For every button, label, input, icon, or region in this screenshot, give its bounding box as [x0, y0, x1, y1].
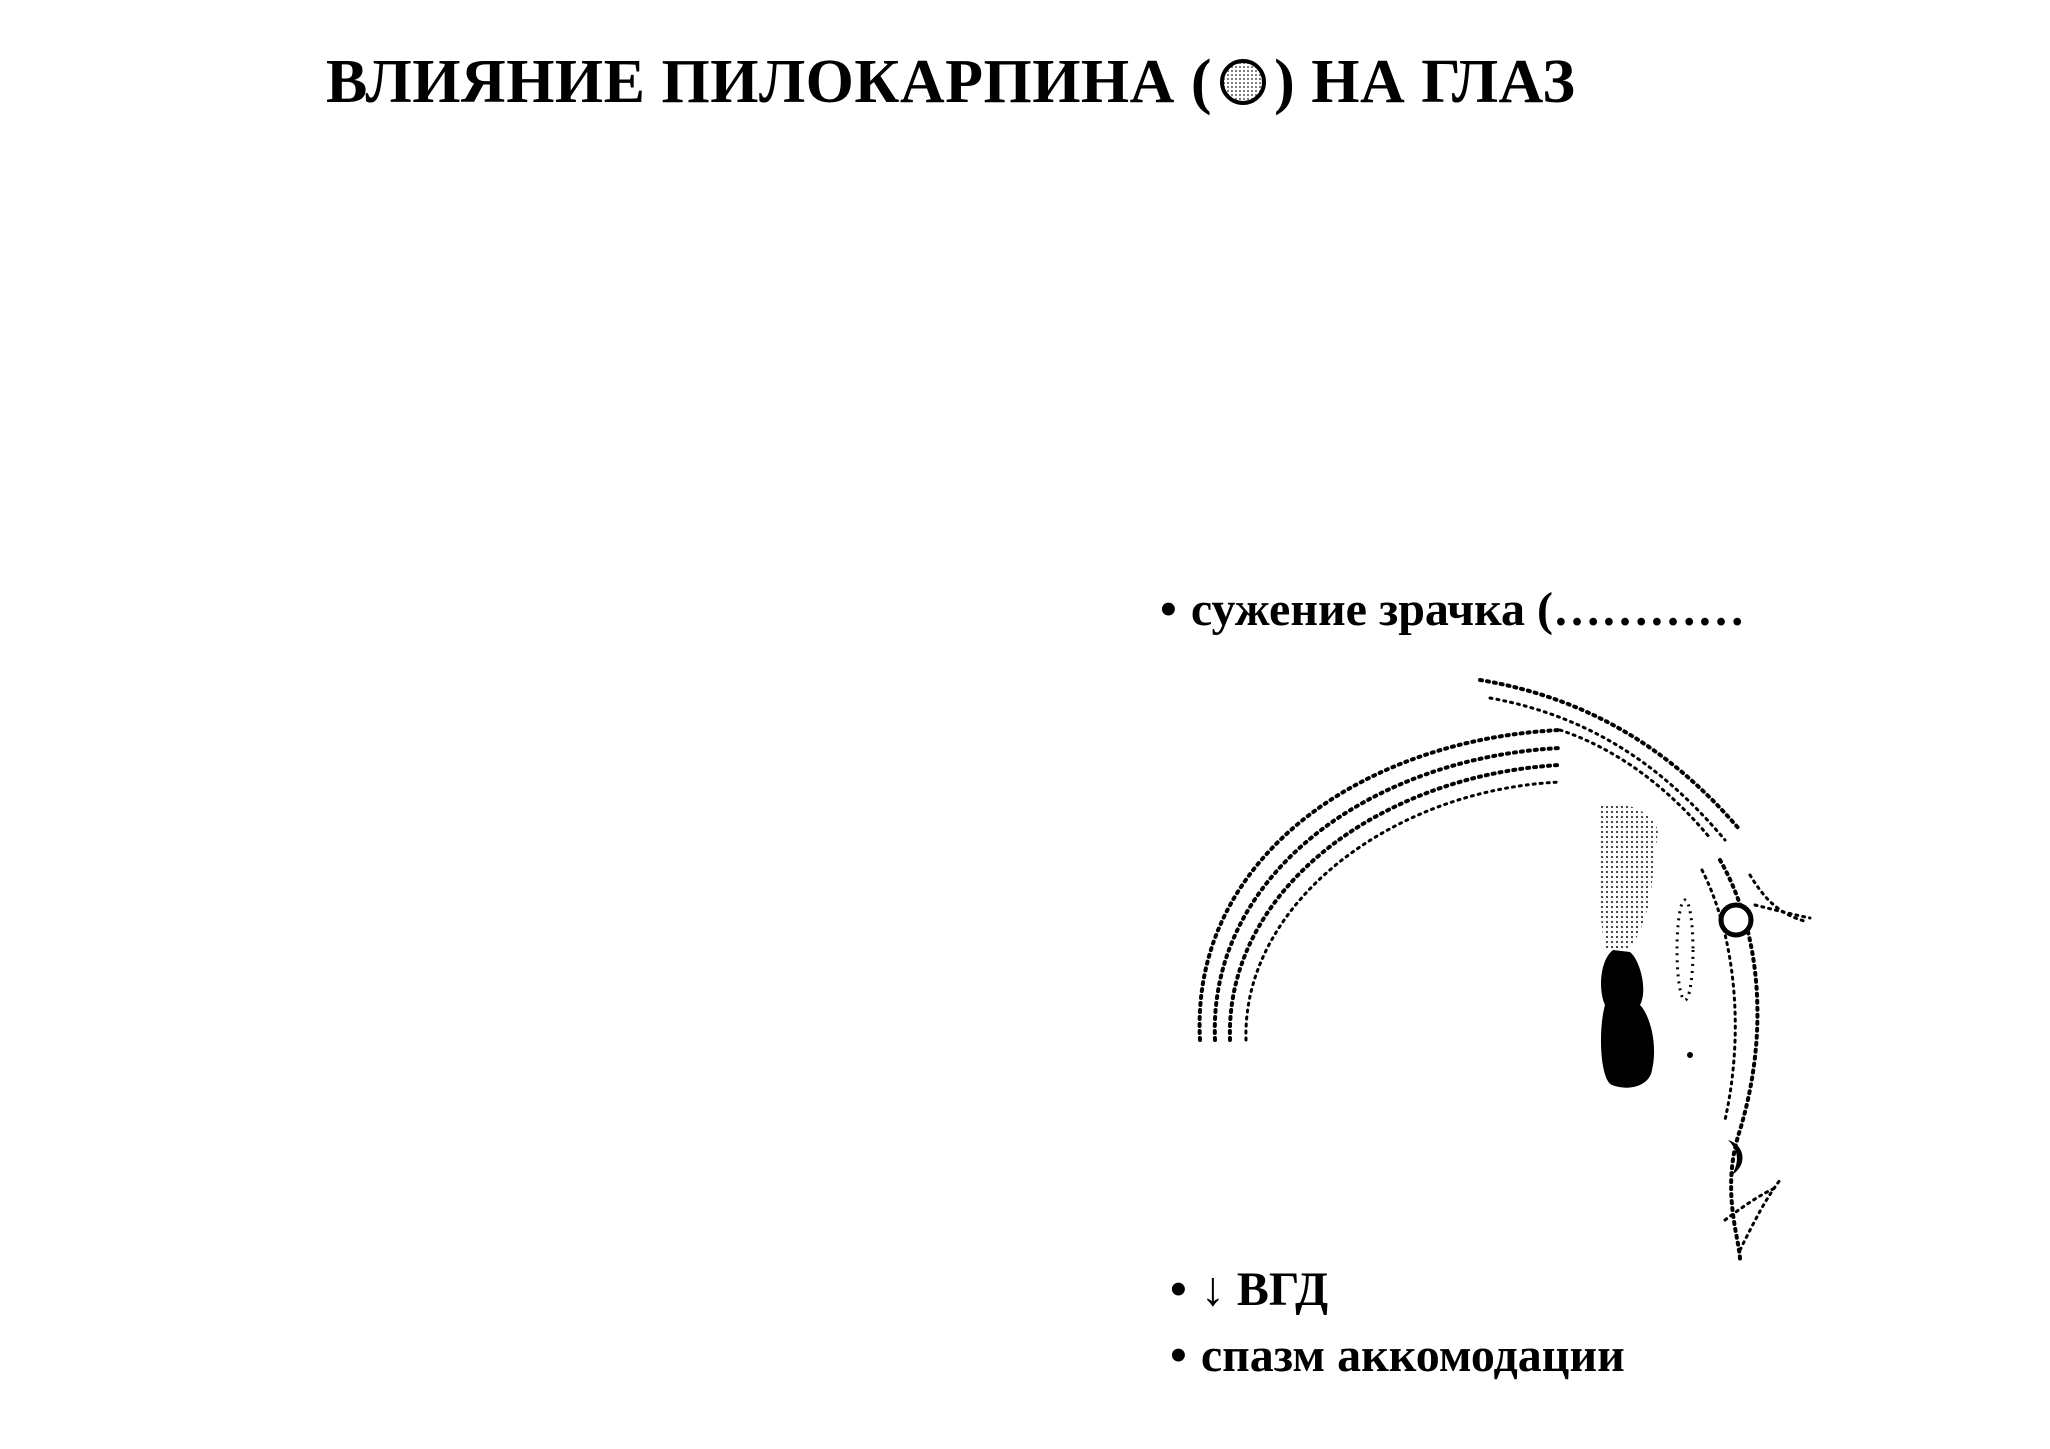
page-title: ВЛИЯНИЕ ПИЛОКАРПИНА ( ) НА ГЛАЗ: [326, 42, 1575, 122]
dotted-circle-icon: [1220, 59, 1267, 105]
angle-lines: [1723, 873, 1812, 1252]
title-text-part1: ВЛИЯНИЕ ПИЛОКАРПИНА (: [326, 47, 1213, 116]
eye-wall-layers: [1197, 678, 1742, 1042]
bullet-dot: •: [1160, 583, 1177, 636]
lens-detail-dot: [1687, 1052, 1693, 1058]
lens: [1675, 898, 1695, 1002]
effect-text: ↓ ВГД: [1200, 1263, 1329, 1316]
title-text-part2: ) НА ГЛАЗ: [1274, 47, 1576, 116]
effect-iop-decrease: •↓ ВГД: [1170, 1262, 1328, 1317]
eye-diagram: [1197, 678, 1812, 1262]
bullet-dot: •: [1170, 1329, 1187, 1382]
effect-text: спазм аккомодации: [1200, 1329, 1625, 1382]
iris-sphincter: [1600, 950, 1655, 1088]
bullet-dot: •: [1170, 1263, 1187, 1316]
ciliary-body: [1599, 803, 1658, 950]
corneal-crescent: [1728, 1140, 1743, 1175]
effect-accommodation-spasm: •спазм аккомодации: [1170, 1328, 1625, 1383]
effect-pupil-constriction: •сужение зрачка (…………: [1160, 582, 1745, 637]
schlemm-canal-icon: [1718, 902, 1754, 938]
effect-text: сужение зрачка (…………: [1190, 583, 1745, 636]
